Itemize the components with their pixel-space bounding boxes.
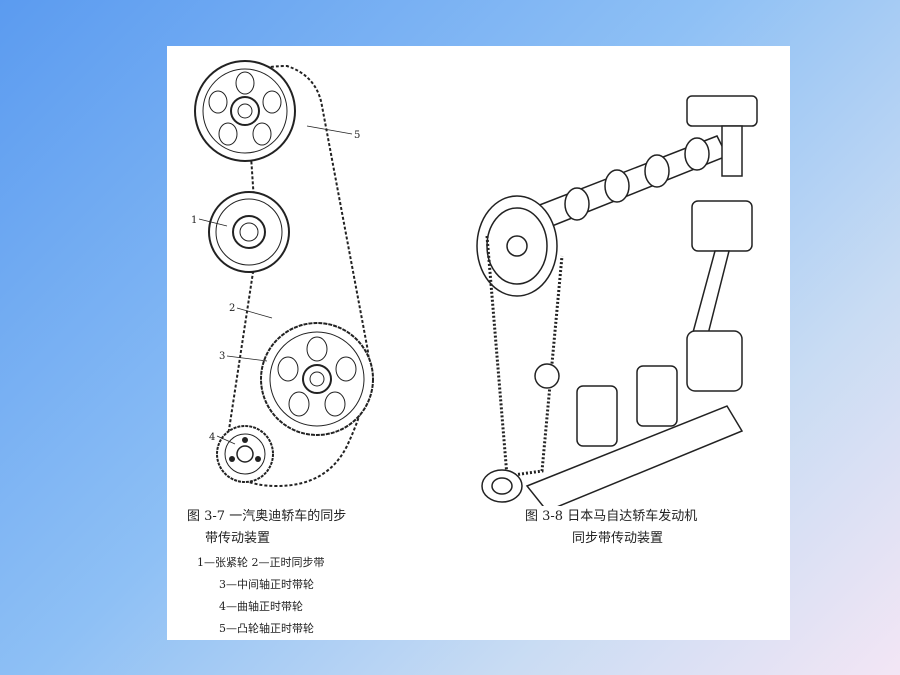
engine-tensioner <box>534 363 560 389</box>
legend-line-2: 3—中间轴正时带轮 <box>219 578 314 591</box>
piston-rod <box>691 200 753 339</box>
engine-illustration <box>476 95 758 506</box>
part-number-2: 2 <box>229 303 235 314</box>
figure-3-8-caption-line1: 图 3-8 日本马自达轿车发动机 <box>525 509 698 524</box>
timing-belt-diagram: 1 2 3 4 5 <box>191 60 374 488</box>
figure-3-7-legend: 1—张紧轮 2—正时同步带 3—中间轴正时带轮 4—曲轴正时带轮 5—凸轮轴正时… <box>197 552 325 640</box>
rocker-assembly <box>686 95 758 177</box>
part-number-3: 3 <box>219 351 225 362</box>
crankshaft-pulley <box>216 425 274 483</box>
part-number-4: 4 <box>209 432 215 443</box>
camshaft-pulley <box>194 60 296 162</box>
camshaft-sprocket <box>476 195 558 297</box>
engine-timing-belt <box>485 235 564 478</box>
figure-3-7-caption-line1: 图 3-7 一汽奥迪轿车的同步 <box>187 509 347 524</box>
slide-content-panel: 1 2 3 4 5 <box>167 46 790 640</box>
figure-3-8-caption-line2: 同步带传动装置 <box>572 531 664 546</box>
figure-3-7-caption-line2: 带传动装置 <box>205 531 271 546</box>
part-number-1: 1 <box>191 215 197 226</box>
legend-line-4: 5—凸轮轴正时带轮 <box>219 622 314 635</box>
crankshaft-sprocket <box>481 469 523 503</box>
camshaft <box>535 135 729 229</box>
legend-line-1: 1—张紧轮 2—正时同步带 <box>197 556 325 569</box>
legend-line-3: 4—曲轴正时带轮 <box>219 600 303 613</box>
part-number-5: 5 <box>354 130 360 141</box>
intermediate-shaft-pulley <box>260 322 374 436</box>
crankshaft <box>525 330 744 506</box>
tensioner-pulley <box>208 191 290 273</box>
